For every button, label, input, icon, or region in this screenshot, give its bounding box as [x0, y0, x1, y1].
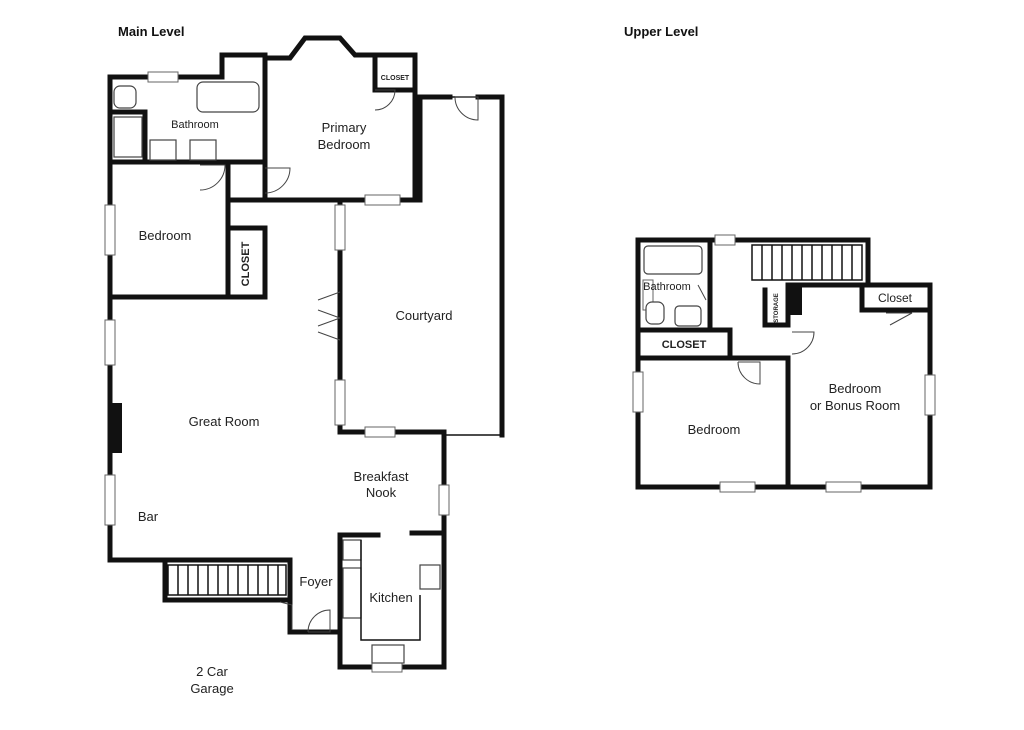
room-label-courtyard: Courtyard	[395, 308, 452, 323]
window	[364, 426, 396, 438]
room-label-nook: Nook	[366, 485, 397, 500]
window	[104, 204, 116, 256]
room-label-great-room: Great Room	[189, 414, 260, 429]
kitchen-sink	[371, 644, 405, 664]
upper-label-closet-left: CLOSET	[662, 339, 707, 351]
upper-level-title: Upper Level	[624, 24, 698, 39]
cooktop	[342, 539, 362, 561]
room-label-bedroom: Bedroom	[139, 228, 192, 243]
upper-label-closet-right: Closet	[878, 291, 913, 305]
wall-segment	[162, 557, 293, 603]
sink	[149, 139, 177, 161]
wall-segment	[859, 282, 933, 313]
room-label-primary-bedroom: Bedroom	[318, 137, 371, 152]
door-swing	[886, 312, 913, 326]
room-label-closet-vertical: CLOSET	[240, 241, 252, 286]
window	[719, 481, 756, 493]
wall-segment	[225, 159, 268, 203]
wall-segment	[372, 52, 418, 93]
counter	[342, 567, 362, 619]
window	[334, 379, 346, 426]
upper-label-bonus-bedroom: Bedroom	[829, 381, 882, 396]
door-swing	[264, 167, 291, 194]
stairs	[167, 564, 287, 596]
room-label-bar: Bar	[138, 509, 159, 524]
room-label-garage: Garage	[190, 681, 233, 696]
room-label-kitchen: Kitchen	[369, 590, 412, 605]
french-door	[317, 291, 341, 319]
door-swing	[307, 609, 331, 633]
upper-level-plan	[632, 234, 936, 493]
upper-label-bonus-room: or Bonus Room	[810, 398, 900, 413]
room-label-primary: Primary	[322, 120, 367, 135]
door-swing	[737, 361, 761, 385]
main-level-title: Main Level	[118, 24, 184, 39]
window	[714, 234, 736, 246]
room-label-closet: CLOSET	[381, 75, 410, 82]
shower	[113, 116, 143, 158]
window	[334, 204, 346, 251]
sink	[674, 305, 702, 327]
wall-segment	[412, 94, 423, 203]
upper-label-storage: STORAGE	[774, 293, 780, 323]
room-label-2-car: 2 Car	[196, 664, 228, 679]
bathtub	[643, 245, 703, 275]
wall-segment	[107, 197, 268, 300]
window	[924, 374, 936, 416]
room-label-bathroom: Bathroom	[171, 119, 219, 131]
wall-segment	[635, 355, 791, 490]
wall-segment	[107, 52, 268, 80]
toilet	[113, 85, 137, 109]
window	[825, 481, 862, 493]
main-level-plan	[104, 35, 505, 673]
wall-segment	[420, 96, 503, 436]
window	[364, 194, 401, 206]
wall-segment	[262, 35, 418, 203]
counter-outline	[360, 540, 421, 641]
upper-label-bathroom: Bathroom	[643, 281, 691, 293]
wall-segment	[107, 109, 148, 165]
window	[438, 484, 450, 516]
door-swing	[279, 601, 293, 630]
door-swing	[454, 96, 479, 121]
room-label-breakfast: Breakfast	[354, 469, 409, 484]
window	[632, 371, 644, 413]
upper-label-bedroom: Bedroom	[688, 422, 741, 437]
chimney	[788, 285, 802, 315]
door-swing	[199, 164, 226, 191]
sink	[189, 139, 217, 161]
refrigerator	[419, 564, 441, 590]
wall-segment	[762, 287, 788, 328]
fireplace	[110, 403, 122, 453]
wall-segment	[337, 530, 447, 670]
door-swing	[374, 89, 396, 111]
room-label-foyer: Foyer	[299, 574, 333, 589]
window	[104, 474, 116, 526]
stairs	[751, 244, 863, 281]
french-door	[317, 317, 341, 341]
window	[147, 71, 179, 83]
door-swing	[791, 331, 815, 355]
bathtub	[196, 81, 260, 113]
window	[104, 319, 116, 366]
wall-segment	[635, 237, 933, 490]
toilet	[645, 301, 665, 325]
door-swing	[697, 284, 707, 301]
